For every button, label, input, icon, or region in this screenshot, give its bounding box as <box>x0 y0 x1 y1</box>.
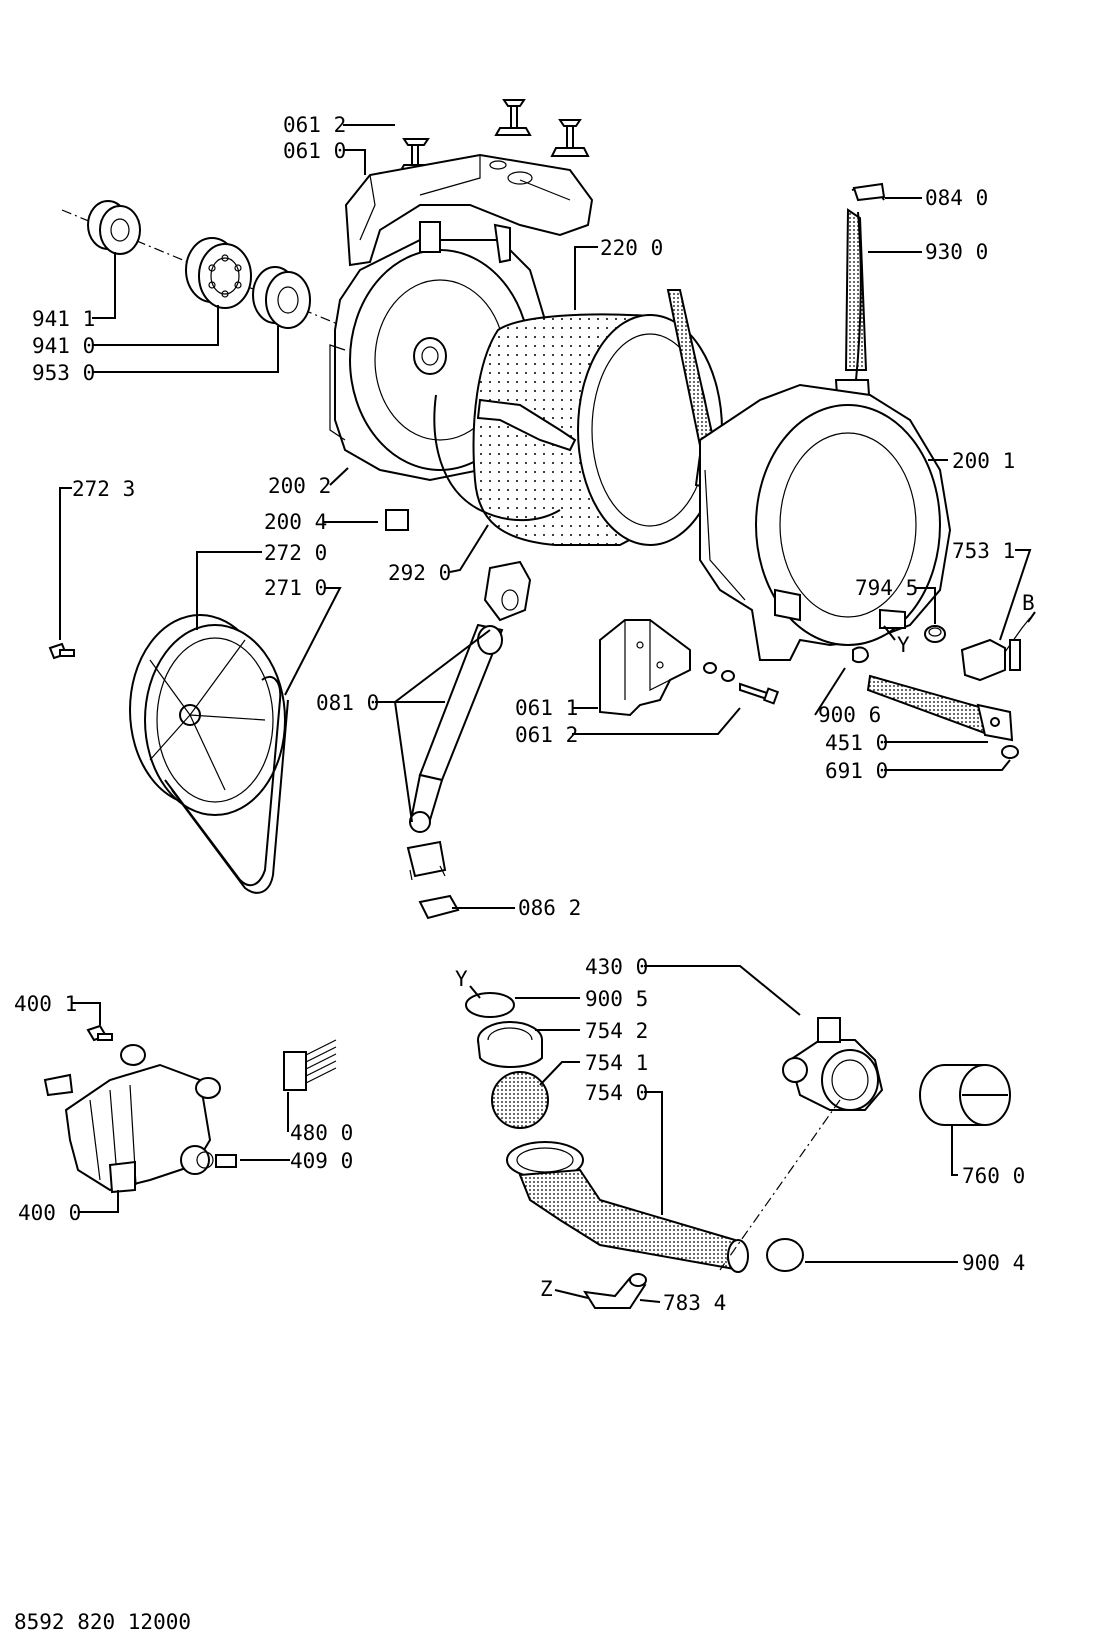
screw-272-3 <box>48 642 75 660</box>
seal-794-5 <box>924 625 946 643</box>
shock-absorber <box>406 560 532 881</box>
label-Y-sump: Y <box>455 967 468 991</box>
drain-pump <box>782 1017 884 1111</box>
pump-filter <box>919 1064 1011 1126</box>
ring-754-2 <box>477 1021 543 1068</box>
label-Z: Z <box>540 1277 553 1301</box>
label-061-2-front: 061 2 <box>515 723 578 747</box>
label-900-5: 900 5 <box>585 987 648 1011</box>
label-271-0: 271 0 <box>264 576 327 600</box>
label-084-0: 084 0 <box>925 186 988 210</box>
label-754-0: 754 0 <box>585 1081 648 1105</box>
label-941-1: 941 1 <box>32 307 95 331</box>
part-number-labels: 061 2 061 0 084 0 220 0 930 0 941 1 941 … <box>14 113 1035 1315</box>
clamp-900-4 <box>766 1238 804 1272</box>
label-953-0: 953 0 <box>32 361 95 385</box>
label-061-1: 061 1 <box>515 696 578 720</box>
label-900-4: 900 4 <box>962 1251 1025 1275</box>
label-061-0: 061 0 <box>283 139 346 163</box>
drive-belt <box>164 675 289 894</box>
label-480-0: 480 0 <box>290 1121 353 1145</box>
seal-953-0 <box>252 266 311 329</box>
clamp-900-5 <box>465 992 515 1018</box>
label-400-1: 400 1 <box>14 992 77 1016</box>
hose-292-0 <box>433 394 561 522</box>
label-409-0: 409 0 <box>290 1149 353 1173</box>
label-272-3: 272 3 <box>72 477 135 501</box>
motor-part-409-0 <box>215 1154 237 1168</box>
bearing-941-1 <box>87 200 141 255</box>
label-430-0: 430 0 <box>585 955 648 979</box>
label-400-0: 400 0 <box>18 1201 81 1225</box>
label-220-0: 220 0 <box>600 236 663 260</box>
diagram-code: 8592 820 12000 <box>14 1610 192 1634</box>
label-081-0: 081 0 <box>316 691 379 715</box>
label-753-1: 753 1 <box>952 539 1015 563</box>
label-691-0: 691 0 <box>825 759 888 783</box>
sump-hose-754-0 <box>506 1141 749 1273</box>
label-451-0: 451 0 <box>825 731 888 755</box>
clip-900-6 <box>852 646 870 664</box>
heating-element <box>866 674 1019 759</box>
motor-screw-400-1 <box>86 1024 113 1042</box>
label-783-4: 783 4 <box>663 1291 726 1315</box>
front-tub-half <box>699 383 952 661</box>
label-292-0: 292 0 <box>388 561 451 585</box>
label-760-0: 760 0 <box>962 1164 1025 1188</box>
bolt-and-washers <box>703 662 780 705</box>
clip-086-2 <box>418 894 460 920</box>
bearing-941-0 <box>185 237 252 309</box>
ball-754-1 <box>491 1071 549 1129</box>
leader-lines <box>59 124 1036 1303</box>
label-Y-tub: Y <box>897 633 910 657</box>
top-counterweight <box>344 153 594 267</box>
front-counterweight <box>599 619 691 717</box>
label-200-1: 200 1 <box>952 449 1015 473</box>
motor <box>43 1044 221 1194</box>
label-086-2: 086 2 <box>518 896 581 920</box>
label-061-2-top: 061 2 <box>283 113 346 137</box>
label-200-4: 200 4 <box>264 510 327 534</box>
label-930-0: 930 0 <box>925 240 988 264</box>
label-794-5: 794 5 <box>855 576 918 600</box>
label-272-0: 272 0 <box>264 541 327 565</box>
hose-783-4 <box>583 1273 647 1309</box>
drum-pulley <box>129 614 286 816</box>
label-941-0: 941 0 <box>32 334 95 358</box>
label-B: B <box>1022 591 1035 615</box>
temperature-sensor <box>960 617 1031 682</box>
label-754-2: 754 2 <box>585 1019 648 1043</box>
motor-connector-480-0 <box>283 1039 337 1091</box>
label-200-2: 200 2 <box>268 474 331 498</box>
part-200-4 <box>385 509 409 531</box>
label-754-1: 754 1 <box>585 1051 648 1075</box>
label-900-6: 900 6 <box>818 703 881 727</box>
